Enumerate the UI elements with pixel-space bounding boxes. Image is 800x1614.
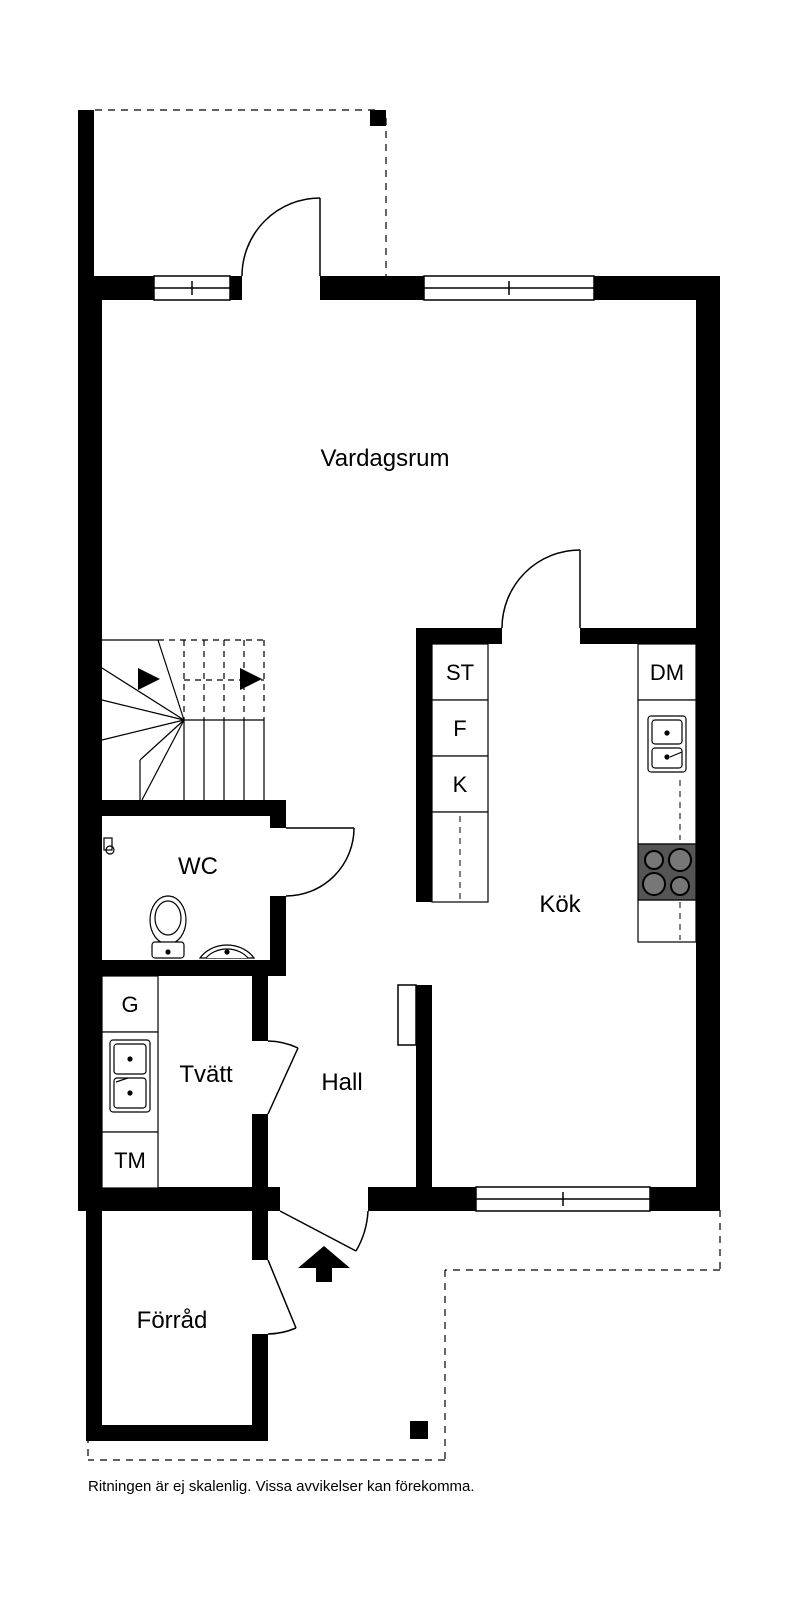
laundry-wall-right-top (252, 976, 268, 1041)
stair-direction-arrows (138, 668, 262, 690)
island-counter (431, 811, 489, 903)
kitchen-wall-left (416, 628, 432, 902)
stove-icon (637, 843, 697, 901)
outer-wall-bottom-1 (78, 1187, 280, 1211)
storage-wall-left (86, 1205, 102, 1441)
kitchen-sink-icon (647, 715, 687, 773)
laundry-sink-counter (101, 1031, 159, 1133)
doors (241, 197, 581, 1335)
room-label-storage: Förråd (137, 1307, 208, 1334)
walls (78, 110, 720, 1441)
outer-wall-bottom-3 (650, 1187, 720, 1211)
stair-arrow-icon (138, 668, 160, 690)
wc-wall-right-top (270, 800, 286, 828)
storage-door (267, 1259, 297, 1335)
room-label-kitchen: Kök (539, 891, 581, 918)
kitchen-wall-top-right (580, 628, 696, 644)
terrace-post (410, 1421, 428, 1439)
staircase (101, 639, 265, 801)
cabinet-f (431, 699, 489, 757)
fixture-label-dm: DM (650, 660, 684, 685)
fixture-label-g: G (121, 992, 138, 1017)
storage-wall-bottom (86, 1425, 268, 1441)
kitchen-door (501, 549, 581, 629)
outer-wall-left (78, 276, 102, 1211)
stair-arrow-icon (240, 668, 262, 690)
fixture-label-tm: TM (114, 1148, 146, 1173)
storage-wall-right-bottom (252, 1334, 268, 1441)
storage-wall-right-top (252, 1205, 268, 1260)
wc-door (285, 827, 355, 897)
wc-washbasin-icon (198, 944, 256, 959)
terrace-outline (87, 109, 721, 1461)
cabinet-st (431, 643, 489, 701)
staircase-upper-dashed (158, 639, 265, 720)
fixture-label-k: K (453, 772, 468, 797)
entrance-arrow-icon (298, 1246, 350, 1282)
dishwasher (637, 643, 697, 701)
kitchen-wall-top-left (416, 628, 502, 644)
disclaimer-text: Ritningen är ej skalenlig. Vissa avvikel… (88, 1478, 475, 1495)
outer-wall-top-1 (78, 276, 154, 300)
kitchen-wall-lower (416, 985, 432, 1195)
patio-wall (78, 110, 94, 280)
patio-door (241, 197, 321, 277)
wc-wall-top (102, 800, 286, 816)
outer-wall-top-2 (230, 276, 242, 300)
laundry-wall-right-bottom (252, 1114, 268, 1194)
outer-wall-top-3 (320, 276, 424, 300)
room-label-laundry: Tvätt (179, 1061, 233, 1088)
laundry-sink-icon (109, 1039, 151, 1113)
laundry-door (267, 1040, 299, 1115)
window-bottom (475, 1186, 651, 1212)
toilet-paper-holder-icon (103, 837, 115, 855)
cabinet-k (431, 755, 489, 813)
room-label-hall: Hall (321, 1069, 362, 1096)
toilet-icon (149, 895, 187, 959)
washing-machine (101, 1131, 159, 1189)
wc-wall-bottom (102, 960, 286, 976)
dryer (101, 975, 159, 1033)
laundry-counter (101, 975, 159, 1189)
windows (153, 275, 651, 1212)
room-label-wc: WC (178, 853, 218, 880)
outer-wall-top-4 (594, 276, 720, 300)
window-top-right (423, 275, 595, 301)
entrance-door (279, 1210, 369, 1252)
patio-post (370, 110, 386, 126)
hall-closet (397, 984, 417, 1046)
window-top-left (153, 275, 231, 301)
counter-lower-section (637, 899, 697, 943)
fixture-label-f: F (453, 716, 466, 741)
fixture-label-st: ST (446, 660, 474, 685)
room-label-living: Vardagsrum (321, 445, 450, 472)
wc-wall-right-bottom (270, 896, 286, 974)
outer-wall-right (696, 276, 720, 1211)
